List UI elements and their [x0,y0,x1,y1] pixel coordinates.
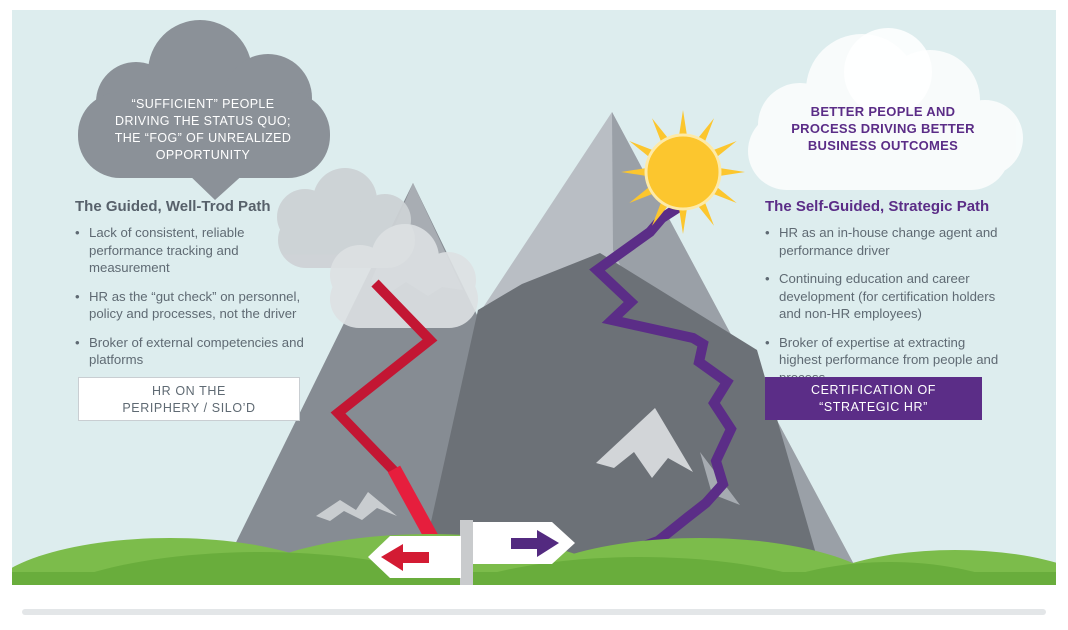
big-mountain-snow-patch [596,408,693,478]
signpost [368,520,575,585]
outcomes-caption-line: PROCESS DRIVING BETTER [791,121,975,136]
bottom-shadow-bar [22,609,1046,615]
big-mountain-dark-face [417,253,825,585]
box-line: HR ON THE [152,384,226,398]
sun-icon [621,110,745,234]
red-path [330,279,438,477]
grass-hills [12,534,1056,585]
fog-cloud-caption: “SUFFICIENT” PEOPLE DRIVING THE STATUS Q… [88,96,318,164]
fog-caption-line: “SUFFICIENT” PEOPLE [131,97,275,111]
outcomes-cloud-caption: BETTER PEOPLE AND PROCESS DRIVING BETTER… [763,103,1003,154]
purple-path [565,195,737,571]
bullet-item: HR as the “gut check” on personnel, poli… [75,288,311,323]
strategic-path-heading: The Self-Guided, Strategic Path [765,198,990,215]
hr-periphery-box: HR ON THE PERIPHERY / SILO’D [78,377,300,421]
guided-path-bullet-list: Lack of consistent, reliable performance… [75,224,311,380]
box-line: PERIPHERY / SILO’D [122,400,256,415]
red-left-arrow-icon [381,544,429,571]
fog-caption-line: DRIVING THE STATUS QUO; [115,114,291,128]
left-mountain-snow-patch [316,492,397,521]
purple-right-arrow-icon [511,530,559,557]
signpost-pole [460,520,473,585]
gray-cloud-icon [78,20,330,200]
strategic-path-bullet-list: HR as an in-house change agent and perfo… [765,224,1009,397]
fog-caption-line: THE “FOG” OF UNREALIZED [114,131,292,145]
bullet-item: Continuing education and career developm… [765,270,1009,323]
white-cloud-lobe [844,28,932,116]
fog-caption-line: OPPORTUNITY [155,148,251,162]
bullet-item: HR as an in-house change agent and perfo… [765,224,1009,259]
box-line: “STRATEGIC HR” [819,399,928,414]
bullet-item: Broker of external competencies and plat… [75,334,311,369]
guided-path-heading: The Guided, Well-Trod Path [75,198,271,215]
box-line: CERTIFICATION OF [810,383,937,397]
outcomes-caption-line: BETTER PEOPLE AND [810,104,956,119]
certification-box: CERTIFICATION OF “STRATEGIC HR” [765,377,982,420]
bullet-item: Lack of consistent, reliable performance… [75,224,311,277]
outcomes-caption-line: BUSINESS OUTCOMES [807,138,959,153]
light-cloud-lower [330,224,478,328]
